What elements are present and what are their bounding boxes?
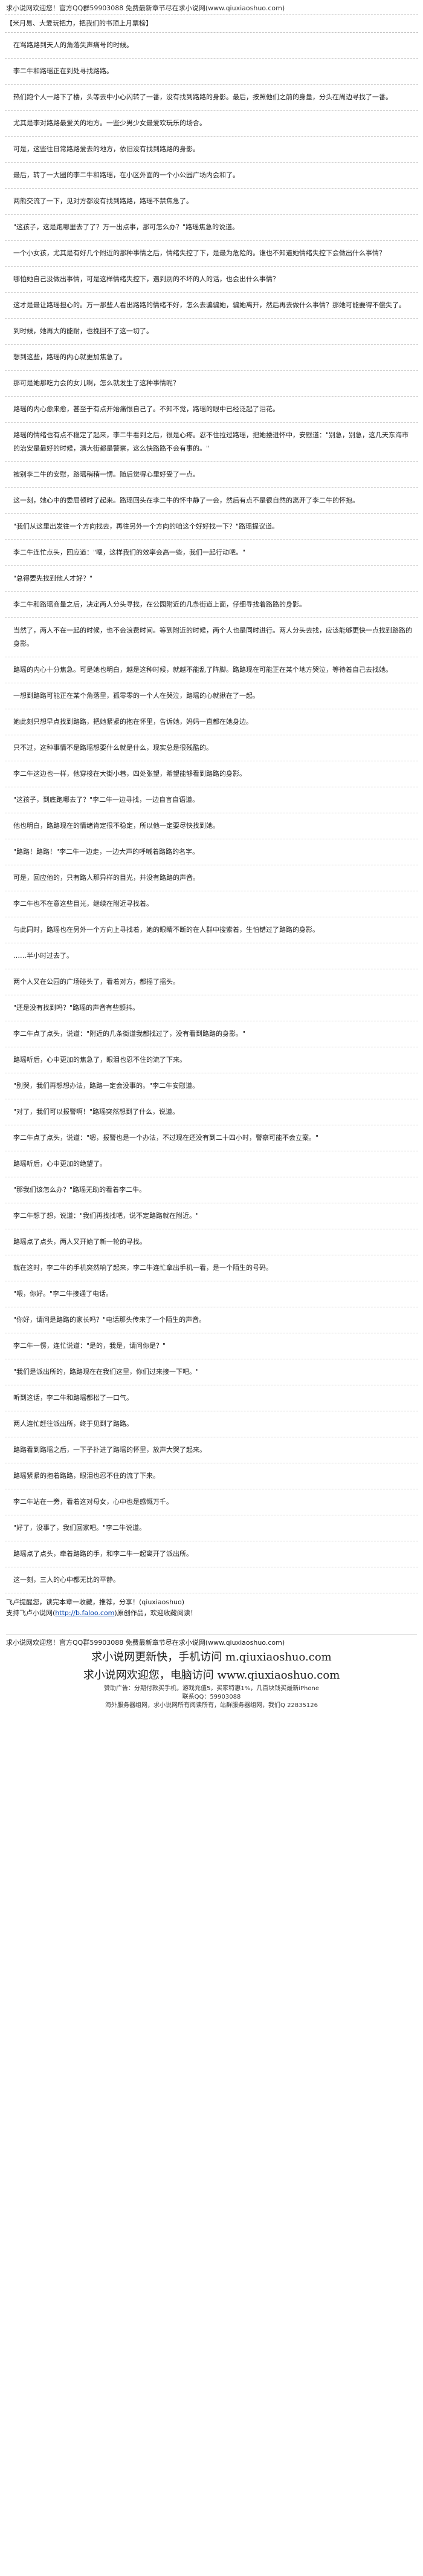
mobile-link[interactable]: 求小说网更新快，手机访问 m.qiuxiaoshuo.com (91, 1651, 332, 1664)
paragraph: 想到这些，路瑶的内心就更加焦急了。 (5, 345, 418, 371)
paragraph: 李二牛站在一旁，看着这对母女，心中也是感慨万千。 (5, 1489, 418, 1515)
paragraph: "路路！路路！"李二牛一边走，一边大声的呼喊着路路的名字。 (5, 839, 418, 865)
desktop-link[interactable]: 求小说网欢迎您，电脑访问 www.qiuxiaoshuo.com (83, 1669, 340, 1682)
share-line: 飞卢提醒您，读完本章一收藏，推荐，分享！(qiuxiaoshuo) (6, 1598, 185, 1606)
paragraph: 到时候，她再大的能耐，也挽回不了这一切了。 (5, 319, 418, 345)
paragraph: 可是，这些往日常路路爱去的地方，依旧没有找到路路的身影。 (5, 137, 418, 163)
support-link[interactable]: http://b.faloo.com (55, 1609, 115, 1617)
paragraph: 李二牛想了想，说道："我们再找找吧，说不定路路就在附近。" (5, 1203, 418, 1229)
paragraph: 一个小女孩，尤其是有好几个附近的那种事情之后，情绪失控了下，是最为危险的。谁也不… (5, 241, 418, 267)
paragraph: 一想到路路可能正在某个角落里，孤零零的一个人在哭泣，路瑶的心就揪在了一起。 (5, 683, 418, 709)
paragraph: 路瑶的内心十分焦急。可是她也明白，越是这种时候，就越不能乱了阵脚。路路现在可能正… (5, 657, 418, 683)
paragraph: "那我们该怎么办？"路瑶无助的看着李二牛。 (5, 1177, 418, 1203)
bottom-area: 求小说网欢迎您！官方QQ群59903088 免费最新章节尽在求小说网(www.q… (0, 1634, 423, 1710)
paragraph: 路瑶点了点头，两人又开始了新一轮的寻找。 (5, 1229, 418, 1255)
contact-line: 联系QQ：59903088 (182, 1694, 241, 1700)
paragraph: 最后，转了一大圈的李二牛和路瑶，在小区外面的一个小公园广场内会和了。 (5, 163, 418, 189)
paragraph: 当然了，两人不在一起的时候，也不会浪费时间。等到附近的时候，两个人也是同时进行。… (5, 618, 418, 657)
paragraph: "总得要先找到他人才好？" (5, 566, 418, 592)
paragraph: 李二牛这边也一样，他穿梭在大街小巷，四处张望，希望能够看到路路的身影。 (5, 761, 418, 787)
paragraph: "好了，没事了，我们回家吧。"李二牛说道。 (5, 1515, 418, 1541)
paragraph: 路瑶听后，心中更加的绝望了。 (5, 1151, 418, 1177)
paragraph: 李二牛点了点头，说道："嗯，报警也是一个办法，不过现在还没有到二十四小时，警察可… (5, 1125, 418, 1151)
paragraph: 这一刻，三人的心中都无比的平静。 (5, 1567, 418, 1593)
paragraph: 尤其是李对路路最爱关的地方。一些少男少女最爱欢玩乐的场合。 (5, 111, 418, 137)
paragraph: 就在这时，李二牛的手机突然响了起来，李二牛连忙拿出手机一看，是一个陌生的号码。 (5, 1255, 418, 1281)
paragraph: 这一刻，她心中的委屈顿时了起来。路瑶回头在李二牛的怀中静了一会，然后有点不是很自… (5, 488, 418, 514)
paragraph: 与此同时，路瑶也在另外一个方向上寻找着，她的眼睛不断的在人群中搜索着，生怕错过了… (5, 917, 418, 943)
paragraph: "这孩子，到底跑哪去了？"李二牛一边寻找，一边自言自语道。 (5, 787, 418, 813)
document-page: 求小说网欢迎您！官方QQ群59903088 免费最新章节尽在求小说网(www.q… (0, 4, 423, 1710)
paragraph: 路瑶的情绪也有点不稳定了起来，李二牛看到之后，很是心疼。忍不住拉过路瑶，把她搂进… (5, 423, 418, 462)
paragraph: 被别李二牛的安慰，路瑶稍稍一愣。随后觉得心里好受了一点。 (5, 462, 418, 488)
site-notice: 求小说网欢迎您！官方QQ群59903088 免费最新章节尽在求小说网(www.q… (6, 4, 285, 12)
chapter-title: 【米月易、大爱玩把力，把我们的书顶上月票榜】 (6, 19, 152, 27)
paragraph: "你好，请问是路路的家长吗？"电话那头传来了一个陌生的声音。 (5, 1307, 418, 1333)
paragraph: 那可是她那吃力会的女儿啊，怎么就发生了这种事情呢？ (5, 371, 418, 397)
paragraph: 两熊交流了一下，见对方都没有找到路路，路瑶不禁焦急了。 (5, 189, 418, 215)
paragraph: 路瑶紧紧的抱着路路，眼泪也忍不住的流了下来。 (5, 1463, 418, 1489)
support-prefix: 支持飞卢小说网( (6, 1609, 56, 1617)
paragraph: 李二牛连忙点头，回应道："嗯，这样我们的效率会高一些，我们一起行动吧。" (5, 540, 418, 566)
sponsor-text: 赞助广告：分期付款买手机，游戏充值5，买家特惠1%，几百块钱买最新iPhone (104, 1685, 319, 1692)
paragraph: 路瑶的内心愈来愈，甚至于有点开始痛恨自己了。不知不觉，路瑶的眼中已经泛起了泪花。 (5, 397, 418, 423)
paragraph: "这孩子，这是跑哪里去了了？万一出点事，那可怎么办？"路瑶焦急的说道。 (5, 215, 418, 241)
paragraph: 哪怕她自己没做出事情，可是这样情绪失控下，遇到别的不坏的人的话，也会出什么事情？ (5, 267, 418, 293)
paragraph: 他也明白，路路现在的情绪肯定很不稳定，所以他一定要尽快找到她。 (5, 813, 418, 839)
share-note: 飞卢提醒您，读完本章一收藏，推荐，分享！(qiuxiaoshuo) 支持飞卢小说… (0, 1593, 423, 1622)
paragraph: 只不过，这种事情不是路瑶想要什么就是什么，现实总是很残酷的。 (5, 735, 418, 761)
paragraph: 热们跑个人一路下了楼，头等去中小心闪转了一番，没有找到路路的身影。最后，按照他们… (5, 85, 418, 111)
paragraph: 可是，回应他的，只有路人那异样的目光，并没有路路的声音。 (5, 865, 418, 891)
paragraph: "我们从这里出发往一个方向找去，再往另外一个方向的咱这个好好找一下？"路瑶提议道… (5, 514, 418, 540)
divider (5, 32, 418, 33)
paragraph: ……半小时过去了。 (5, 943, 418, 969)
paragraph: 李二牛点了点头，说道："附近的几条街道我都找过了，没有看到路路的身影。" (5, 1021, 418, 1047)
paragraph: 李二牛也不在意这些目光，继续在附近寻找着。 (5, 891, 418, 917)
paragraph: 她此刻只想早点找到路路，把她紧紧的抱在怀里，告诉她，妈妈一直都在她身边。 (5, 709, 418, 735)
paragraph: 听到这话，李二牛和路瑶都松了一口气。 (5, 1385, 418, 1411)
paragraph: 李二牛和路瑶商量之后，决定两人分头寻找，在公园附近的几条街道上面，仔细寻找着路路… (5, 592, 418, 618)
paragraph: 路路看到路瑶之后，一下子扑进了路瑶的怀里，放声大哭了起来。 (5, 1437, 418, 1463)
paragraph: 李二牛一愣，连忙说道："是的，我是，请问你是？" (5, 1333, 418, 1359)
paragraph: 两个人又在公园的广场碰头了，看着对方，都摇了摇头。 (5, 969, 418, 995)
hotline: 海外服务器组网，求小说网所有阅读所有，站群服务器组网，我们Q 22835126 (105, 1702, 318, 1709)
paragraph: 在骂路路到天人的角落失声痛号的时候。 (5, 33, 418, 59)
support-line: 支持飞卢小说网(http://b.faloo.com)原创作品，欢迎收藏阅读！ (6, 1608, 417, 1619)
paragraph: 路瑶点了点头，牵着路路的手，和李二牛一起离开了派出所。 (5, 1541, 418, 1567)
paragraph: "喂，你好。"李二牛接通了电话。 (5, 1281, 418, 1307)
bottom-notice: 求小说网欢迎您！官方QQ群59903088 免费最新章节尽在求小说网(www.q… (6, 1634, 417, 1648)
paragraph: "对了，我们可以报警啊！"路瑶突然想到了什么，说道。 (5, 1099, 418, 1125)
paragraph: "别哭，我们再想想办法，路路一定会没事的。"李二牛安慰道。 (5, 1073, 418, 1099)
paragraph: "我们是派出所的，路路现在在我们这里，你们过来接一下吧。" (5, 1359, 418, 1385)
support-suffix: )原创作品，欢迎收藏阅读！ (114, 1609, 197, 1617)
paragraph: 路瑶听后，心中更加的焦急了，眼泪也忍不住的流了下来。 (5, 1047, 418, 1073)
paragraph: "还是没有找到吗？"路瑶的声音有些颤抖。 (5, 995, 418, 1021)
paragraph: 两人连忙赶往派出所，终于见到了路路。 (5, 1411, 418, 1437)
paragraph: 这才是最让路瑶担心的。万一那些人看出路路的情绪不好，怎么去骗骗她，骗她离开，然后… (5, 293, 418, 319)
paragraph: 李二牛和路瑶正在到处寻找路路。 (5, 59, 418, 85)
chapter-content: 在骂路路到天人的角落失声痛号的时候。李二牛和路瑶正在到处寻找路路。热们跑个人一路… (0, 33, 423, 1593)
